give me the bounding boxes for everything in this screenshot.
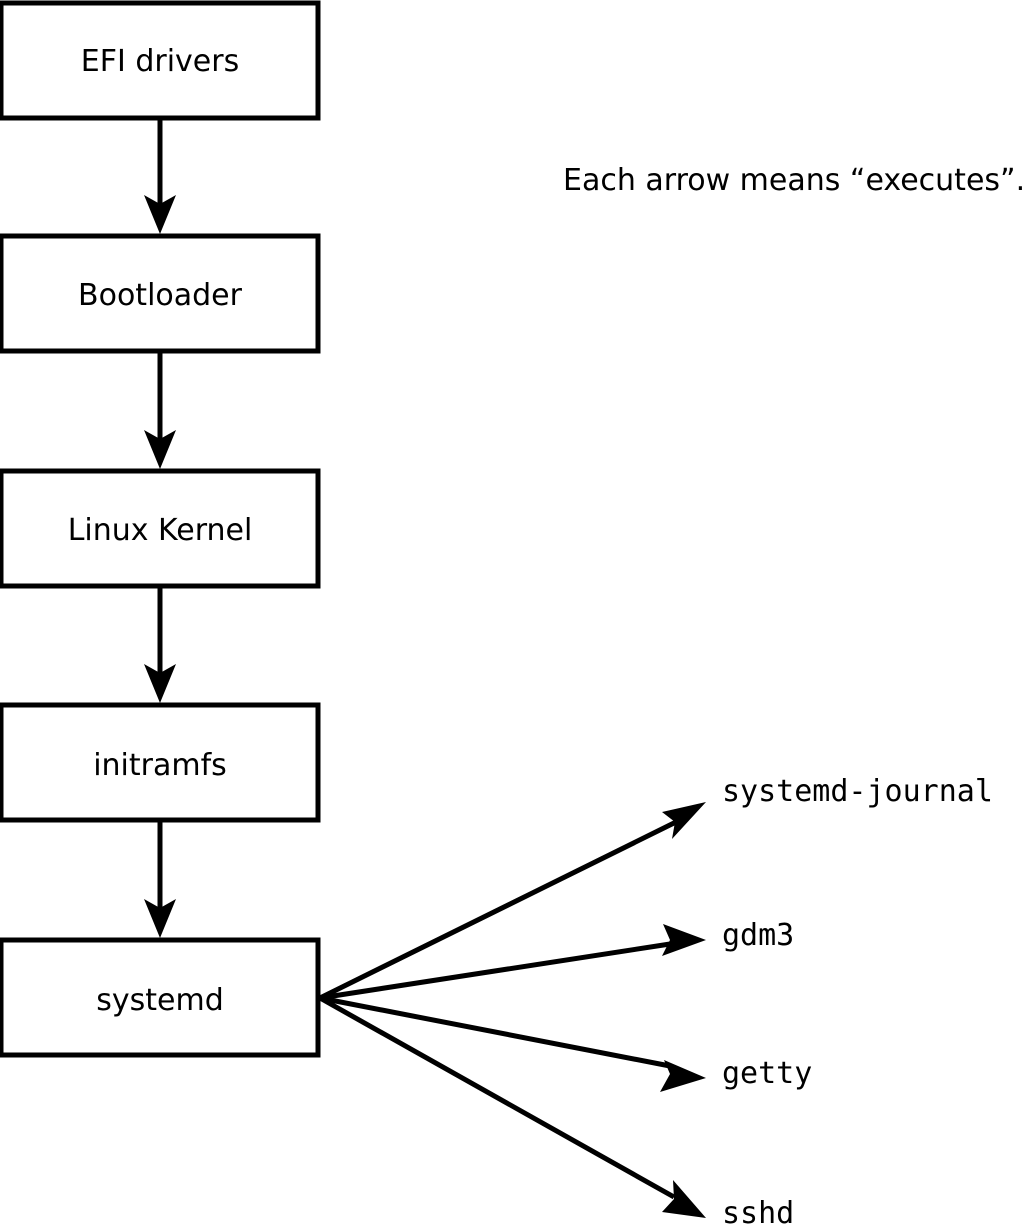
node-initramfs-label: initramfs	[93, 748, 227, 783]
node-bootloader[interactable]: Bootloader	[0, 233, 321, 354]
node-systemd-rect[interactable]	[0, 937, 321, 1058]
arrow-systemd-to-sshd	[318, 995, 706, 1218]
node-linux-kernel-label: Linux Kernel	[68, 513, 253, 548]
arrow-efi-to-bootloader-head	[144, 195, 176, 234]
node-efi-drivers-rect[interactable]	[0, 0, 321, 121]
arrow-gdm3-head	[662, 924, 706, 956]
node-systemd[interactable]: systemd	[0, 937, 321, 1058]
arrow-systemd-to-gdm3	[319, 924, 706, 1001]
arrow-kernel-to-initramfs-head	[144, 664, 176, 703]
service-label-systemd-journal: systemd-journal	[722, 774, 993, 809]
arrow-initramfs-to-systemd-head	[144, 899, 176, 938]
chain-arrows-group	[144, 118, 176, 938]
service-arrows-group	[318, 802, 706, 1218]
arrow-efi-to-bootloader	[144, 118, 176, 234]
arrow-systemd-to-systemd-journal	[318, 802, 706, 1001]
service-label-getty: getty	[722, 1056, 812, 1091]
service-label-gdm3: gdm3	[722, 918, 794, 953]
node-bootloader-label: Bootloader	[78, 278, 243, 313]
arrow-gdm3-shaft	[319, 941, 671, 1001]
arrow-systemd-to-getty	[319, 995, 706, 1092]
service-label-sshd: sshd	[722, 1196, 794, 1230]
arrow-bootloader-to-kernel-head	[144, 430, 176, 469]
arrow-getty-shaft	[319, 995, 671, 1069]
service-labels-group: systemd-journal gdm3 getty sshd	[722, 774, 993, 1230]
arrow-systemd-journal-shaft	[318, 819, 678, 1001]
arrow-systemd-journal-head	[662, 802, 706, 839]
arrow-kernel-to-initramfs	[144, 586, 176, 703]
arrow-getty-head	[660, 1060, 706, 1092]
node-initramfs[interactable]: initramfs	[0, 702, 321, 823]
arrow-initramfs-to-systemd	[144, 820, 176, 938]
arrow-sshd-head	[662, 1180, 706, 1218]
node-systemd-label: systemd	[96, 983, 224, 1018]
node-efi-drivers-label: EFI drivers	[81, 44, 239, 79]
node-linux-kernel-rect[interactable]	[0, 468, 321, 589]
arrow-sshd-shaft	[318, 995, 676, 1200]
node-efi-drivers[interactable]: EFI drivers	[0, 0, 321, 121]
arrow-bootloader-to-kernel	[144, 351, 176, 469]
node-linux-kernel[interactable]: Linux Kernel	[0, 468, 321, 589]
node-bootloader-rect[interactable]	[0, 233, 321, 354]
boot-chain-group: EFI drivers Bootloader Linux Kernel init…	[0, 0, 321, 1058]
diagram-caption: Each arrow means “executes”.	[563, 163, 1023, 198]
